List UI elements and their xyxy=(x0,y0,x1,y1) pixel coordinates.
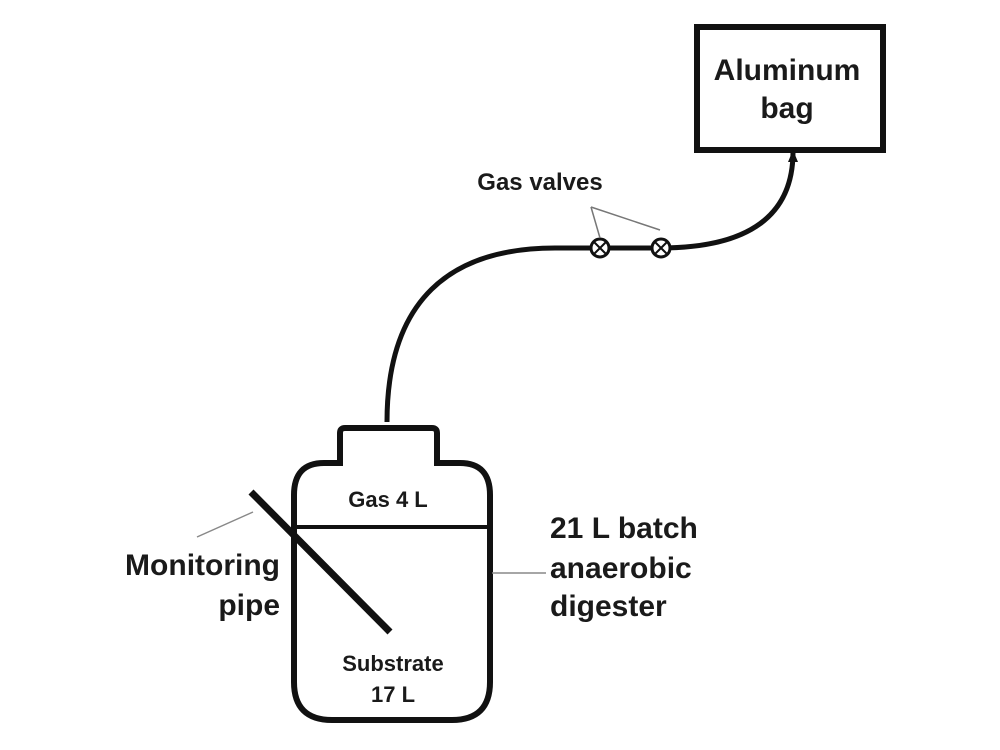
digester-label-line2: anaerobic xyxy=(550,552,692,585)
gas-valve-2 xyxy=(650,237,672,259)
monitoring-pipe-label-line1: Monitoring xyxy=(125,549,280,582)
monitoring-pipe-leader xyxy=(196,511,254,538)
substrate-label-line1: Substrate xyxy=(342,651,443,676)
gas-tube-arrow-icon xyxy=(788,150,798,162)
monitoring-pipe xyxy=(248,489,393,635)
gas-valves-leader-2 xyxy=(590,206,661,231)
gas-tube xyxy=(384,151,796,423)
aluminum-bag: Aluminum bag xyxy=(694,24,886,153)
digester-vessel: Gas 4 L Substrate 17 L xyxy=(291,425,493,723)
gas-valves-leader-1 xyxy=(590,206,601,239)
aluminum-bag-box xyxy=(694,24,886,153)
gas-valve-1 xyxy=(589,237,611,259)
digester-label-line1: 21 L batch xyxy=(550,512,698,545)
gas-valves-label: Gas valves xyxy=(477,169,602,196)
aluminum-bag-label-line1: Aluminum xyxy=(714,54,861,87)
gas-volume-label: Gas 4 L xyxy=(348,487,427,512)
monitoring-pipe-label-line2: pipe xyxy=(218,589,280,622)
aluminum-bag-label-line2: bag xyxy=(760,92,813,125)
substrate-label-line2: 17 L xyxy=(371,682,415,707)
digester-outline xyxy=(291,425,493,723)
digester-label-line3: digester xyxy=(550,590,667,623)
